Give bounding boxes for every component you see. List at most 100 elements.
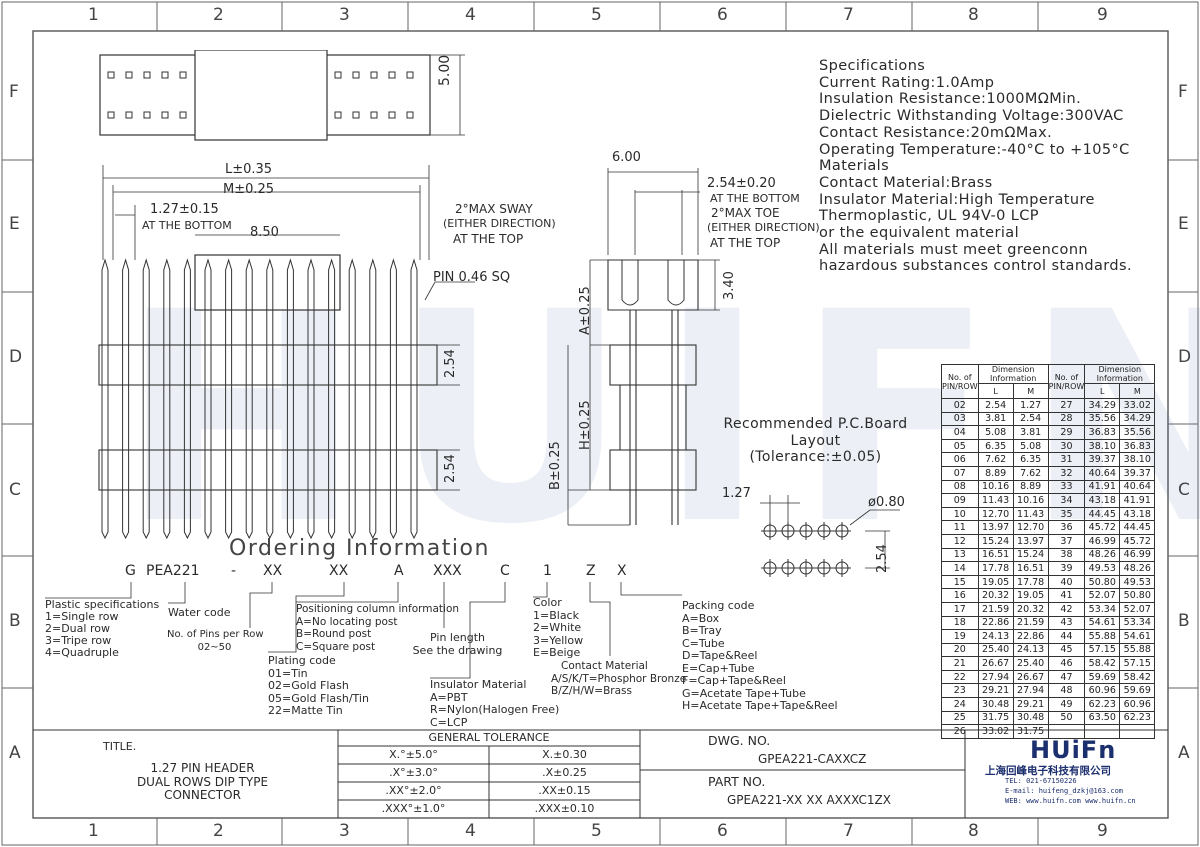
pin [204,258,212,540]
col-ref: 4 [465,821,476,841]
pin [328,258,336,540]
spec-line: Insulator Material:High Temperature [819,191,1095,208]
at-top-note: AT THE TOP [453,232,524,246]
spec-line: Dielectric Withstanding Voltage:300VAC [819,108,1124,125]
pin [389,258,397,540]
header-M: M [1012,383,1049,399]
dwg-no-label: DWG. NO. [708,733,771,748]
packing-item: H=Acetate Tape+Tape&Reel [682,699,838,712]
specifications: Specifications Current Rating:1.0Amp Ins… [819,58,1132,275]
spec-line: Current Rating:1.0Amp [819,74,995,91]
row-ref: A [1178,743,1190,763]
spec-line: All materials must meet greenconn [819,241,1088,258]
row-ref: D [9,347,23,367]
pcb-layout-drawing [760,495,900,577]
col-ref: 2 [213,5,224,25]
plastic-spec-title: Plastic specifications [45,598,160,611]
contact-item: B/Z/H/W=Brass [551,685,632,697]
code-part: X [617,563,627,579]
col-ref: 6 [717,5,728,25]
dim-M: M±0.25 [223,182,275,197]
plating-item: 01=Tin [268,666,308,680]
table-cell: 26 [941,724,979,739]
plating-item: 05=Gold Flash/Tin [268,691,369,705]
table-cell [1119,724,1156,739]
table-cell: 24.13 [1012,642,1049,658]
col-ref: 8 [968,821,979,841]
pcb-title-line: (Tolerance:±0.05) [749,449,882,465]
pins-per-row-block: No. of Pins per Row 02~50 [167,629,264,654]
pcb-dim-1-27: 1.27 [722,486,751,501]
pins-per-row-title: No. of Pins per Row [167,629,264,640]
plating-block: Plating code 01=Tin 02=Gold Flash 05=Gol… [268,654,369,718]
row-ref: F [1178,82,1188,102]
col-ref: 9 [1097,5,1108,25]
row-ref: F [9,82,19,102]
col-ref: 3 [339,821,350,841]
company-web: WEB: www.huifn.com www.huifn.cn [1005,797,1136,805]
contact-material-block: Contact Material A/S/K/T=Phosphor Bronze… [551,660,686,698]
title-label: TITLE. [103,740,137,753]
water-code: Water code [168,606,231,619]
row-ref: B [1178,611,1190,631]
row-ref: D [1178,347,1192,367]
pin [410,258,418,540]
plating-item: 02=Gold Flash [268,679,349,692]
positioning-item: B=Round post [296,628,372,640]
row-ref: C [1178,480,1190,500]
spec-line: or the equivalent material [819,225,1020,242]
pcb-dim-0-80: ø0.80 [868,495,905,510]
row-ref: B [9,611,21,631]
pin [286,258,294,540]
tol-linear: X.±0.30 [542,748,587,761]
col-ref: 3 [339,5,350,25]
pin-length-title: Pin length [430,631,485,644]
color-item: 1=Black [533,608,579,622]
either-direction-side: (EITHER DIRECTION) [707,221,820,234]
col-ref: 7 [843,821,854,841]
pin [122,258,130,540]
pcb-title-line: Recommended P.C.Board [723,416,908,432]
pins-per-row-range: 02~50 [197,641,232,653]
pin-size-note: PIN 0.46 SQ [433,270,511,285]
tol-linear: .XX±0.15 [538,784,591,797]
positioning-item: A=No locating post [296,615,398,628]
pin-length-note: See the drawing [412,643,503,657]
pcb-layout-title: Recommended P.C.Board Layout (Tolerance:… [718,416,913,466]
packing-item: A=Box [682,611,720,625]
col-ref: 5 [591,5,602,25]
code-part: G [125,563,136,579]
pin [101,258,109,540]
title-text: 1.27 PIN HEADER DUAL ROWS DIP TYPE CONNE… [110,761,295,803]
front-view-drawing [98,165,475,540]
ordering-title: Ordering Information [229,536,490,561]
col-ref: 7 [843,5,854,25]
tol-linear: .XXX±0.10 [534,802,595,815]
positioning-item: C=Square post [296,640,376,653]
color-block: Color 1=Black 2=White 3=Yellow E=Beige [533,596,583,660]
plating-item: 22=Matte Tin [268,704,343,717]
code-part: Z [586,563,596,579]
header-dimension-info: Dimension Information [977,364,1049,384]
insulator-item: R=Nylon(Halogen Free) [430,703,560,716]
spec-line: Materials [819,158,890,175]
toe-note: 2°MAX TOE [711,206,780,220]
spec-line: Thermoplastic, UL 94V-0 LCP [819,208,1039,225]
code-part: C [500,563,510,579]
spec-line: hazardous substances control standards. [819,258,1132,275]
header-M: M [1119,383,1156,399]
tol-angle: .XX°±2.0° [385,784,442,797]
positioning-title: Positioning column information [296,603,460,615]
top-view-drawing [99,50,465,141]
